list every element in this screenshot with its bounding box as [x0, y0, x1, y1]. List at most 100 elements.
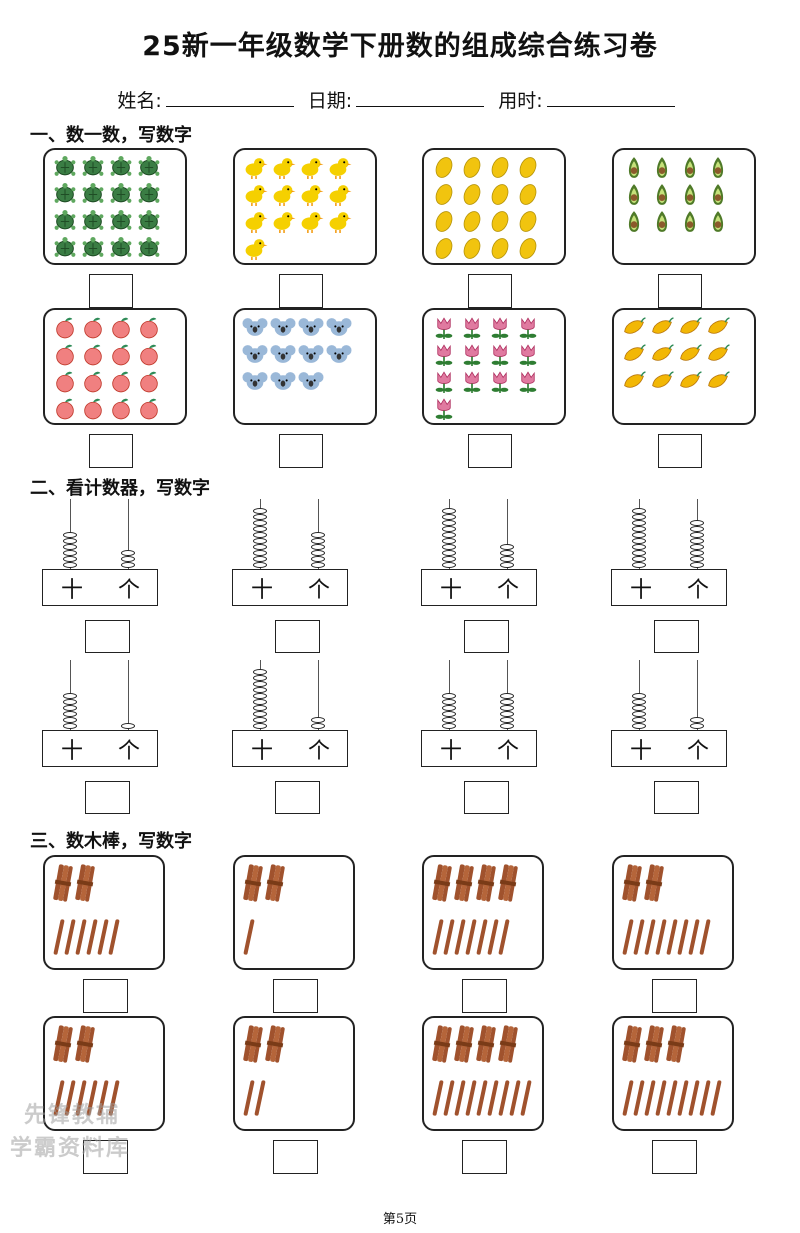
sticks-card: [233, 855, 355, 970]
date-blank[interactable]: [356, 90, 485, 107]
abacus-bead: [632, 544, 646, 550]
abacus-bead: [311, 556, 325, 562]
turtle-icon: [135, 208, 163, 235]
answer-box[interactable]: [468, 274, 512, 308]
koala-icon: [297, 341, 325, 368]
abacus-bead: [63, 717, 77, 723]
abacus-bead: [253, 681, 267, 687]
name-label: 姓名:: [117, 90, 162, 112]
sticks-card: [612, 1016, 734, 1131]
tens-label: 十: [440, 578, 463, 603]
abacus-bead: [63, 532, 77, 538]
turtle-icon: [79, 262, 107, 263]
lemon-icon: [430, 208, 458, 235]
answer-box[interactable]: [85, 620, 130, 653]
answer-box[interactable]: [85, 781, 130, 814]
answer-box[interactable]: [462, 1140, 507, 1174]
abacus-frame: 十个: [611, 730, 727, 767]
sticks-card: [43, 855, 165, 970]
tulip-icon: [458, 341, 486, 368]
single-stick: [243, 1079, 255, 1117]
koala-icon: [241, 368, 269, 395]
answer-box[interactable]: [89, 434, 133, 468]
abacus-bead: [632, 556, 646, 562]
answer-box[interactable]: [658, 274, 702, 308]
single-stick: [699, 1079, 711, 1117]
abacus-bead: [632, 514, 646, 520]
tulip-icon: [430, 314, 458, 341]
abacus-bead: [442, 711, 456, 717]
mango-icon: [648, 341, 676, 368]
picture-card: [612, 308, 756, 425]
abacus-bead: [63, 699, 77, 705]
answer-box[interactable]: [89, 274, 133, 308]
avocado-icon: [704, 154, 732, 181]
answer-box[interactable]: [83, 1140, 128, 1174]
abacus-bead: [311, 717, 325, 723]
abacus-bead: [632, 562, 646, 568]
tulip-icon: [514, 314, 542, 341]
single-stick: [666, 1079, 678, 1117]
answer-box[interactable]: [275, 620, 320, 653]
picture-grid: [241, 154, 371, 262]
answer-box[interactable]: [658, 434, 702, 468]
answer-box[interactable]: [279, 274, 323, 308]
stick-bundle: [243, 863, 263, 907]
answer-box[interactable]: [468, 434, 512, 468]
answer-box[interactable]: [273, 1140, 318, 1174]
avocado-icon: [676, 154, 704, 181]
mango-icon: [704, 368, 732, 395]
abacus-bead: [121, 562, 135, 568]
name-blank[interactable]: [165, 90, 294, 107]
chick-icon: [241, 208, 269, 235]
single-stick: [633, 1079, 645, 1117]
answer-box[interactable]: [654, 781, 699, 814]
stick-bundle: [53, 863, 73, 907]
abacus-bead: [690, 723, 704, 729]
answer-box[interactable]: [83, 979, 128, 1013]
turtle-icon: [79, 235, 107, 262]
lemon-icon: [458, 181, 486, 208]
page-number: 第5页: [382, 1212, 418, 1227]
stick-bundle: [476, 863, 496, 907]
tulip-icon: [458, 368, 486, 395]
single-stick: [655, 1079, 667, 1117]
abacus-bead: [253, 693, 267, 699]
answer-box[interactable]: [462, 979, 507, 1013]
chick-icon: [241, 154, 269, 181]
ones-rod: [697, 660, 698, 730]
abacus-bead: [500, 717, 514, 723]
answer-box[interactable]: [652, 1140, 697, 1174]
answer-box[interactable]: [654, 620, 699, 653]
answer-box[interactable]: [273, 979, 318, 1013]
answer-box[interactable]: [275, 781, 320, 814]
single-stick: [487, 918, 499, 956]
chick-icon: [241, 181, 269, 208]
abacus-frame: 十个: [42, 569, 158, 606]
single-stick: [64, 918, 76, 956]
chick-icon: [325, 181, 353, 208]
time-blank[interactable]: [546, 90, 675, 107]
picture-card: [612, 148, 756, 265]
answer-box[interactable]: [464, 781, 509, 814]
single-stick: [622, 918, 634, 956]
peach-icon: [79, 395, 107, 422]
single-stick: [53, 918, 65, 956]
avocado-icon: [648, 181, 676, 208]
lemon-icon: [430, 181, 458, 208]
avocado-icon: [648, 154, 676, 181]
abacus-bead: [121, 723, 135, 729]
answer-box[interactable]: [652, 979, 697, 1013]
answer-box[interactable]: [279, 434, 323, 468]
lemon-icon: [430, 154, 458, 181]
picture-grid: [430, 314, 560, 422]
abacus-bead: [63, 705, 77, 711]
stick-bundle: [432, 1024, 452, 1068]
peach-icon: [79, 368, 107, 395]
tulip-icon: [514, 341, 542, 368]
picture-card: [422, 308, 566, 425]
abacus-bead: [253, 550, 267, 556]
mango-icon: [704, 341, 732, 368]
answer-box[interactable]: [464, 620, 509, 653]
single-stick: [465, 1079, 477, 1117]
